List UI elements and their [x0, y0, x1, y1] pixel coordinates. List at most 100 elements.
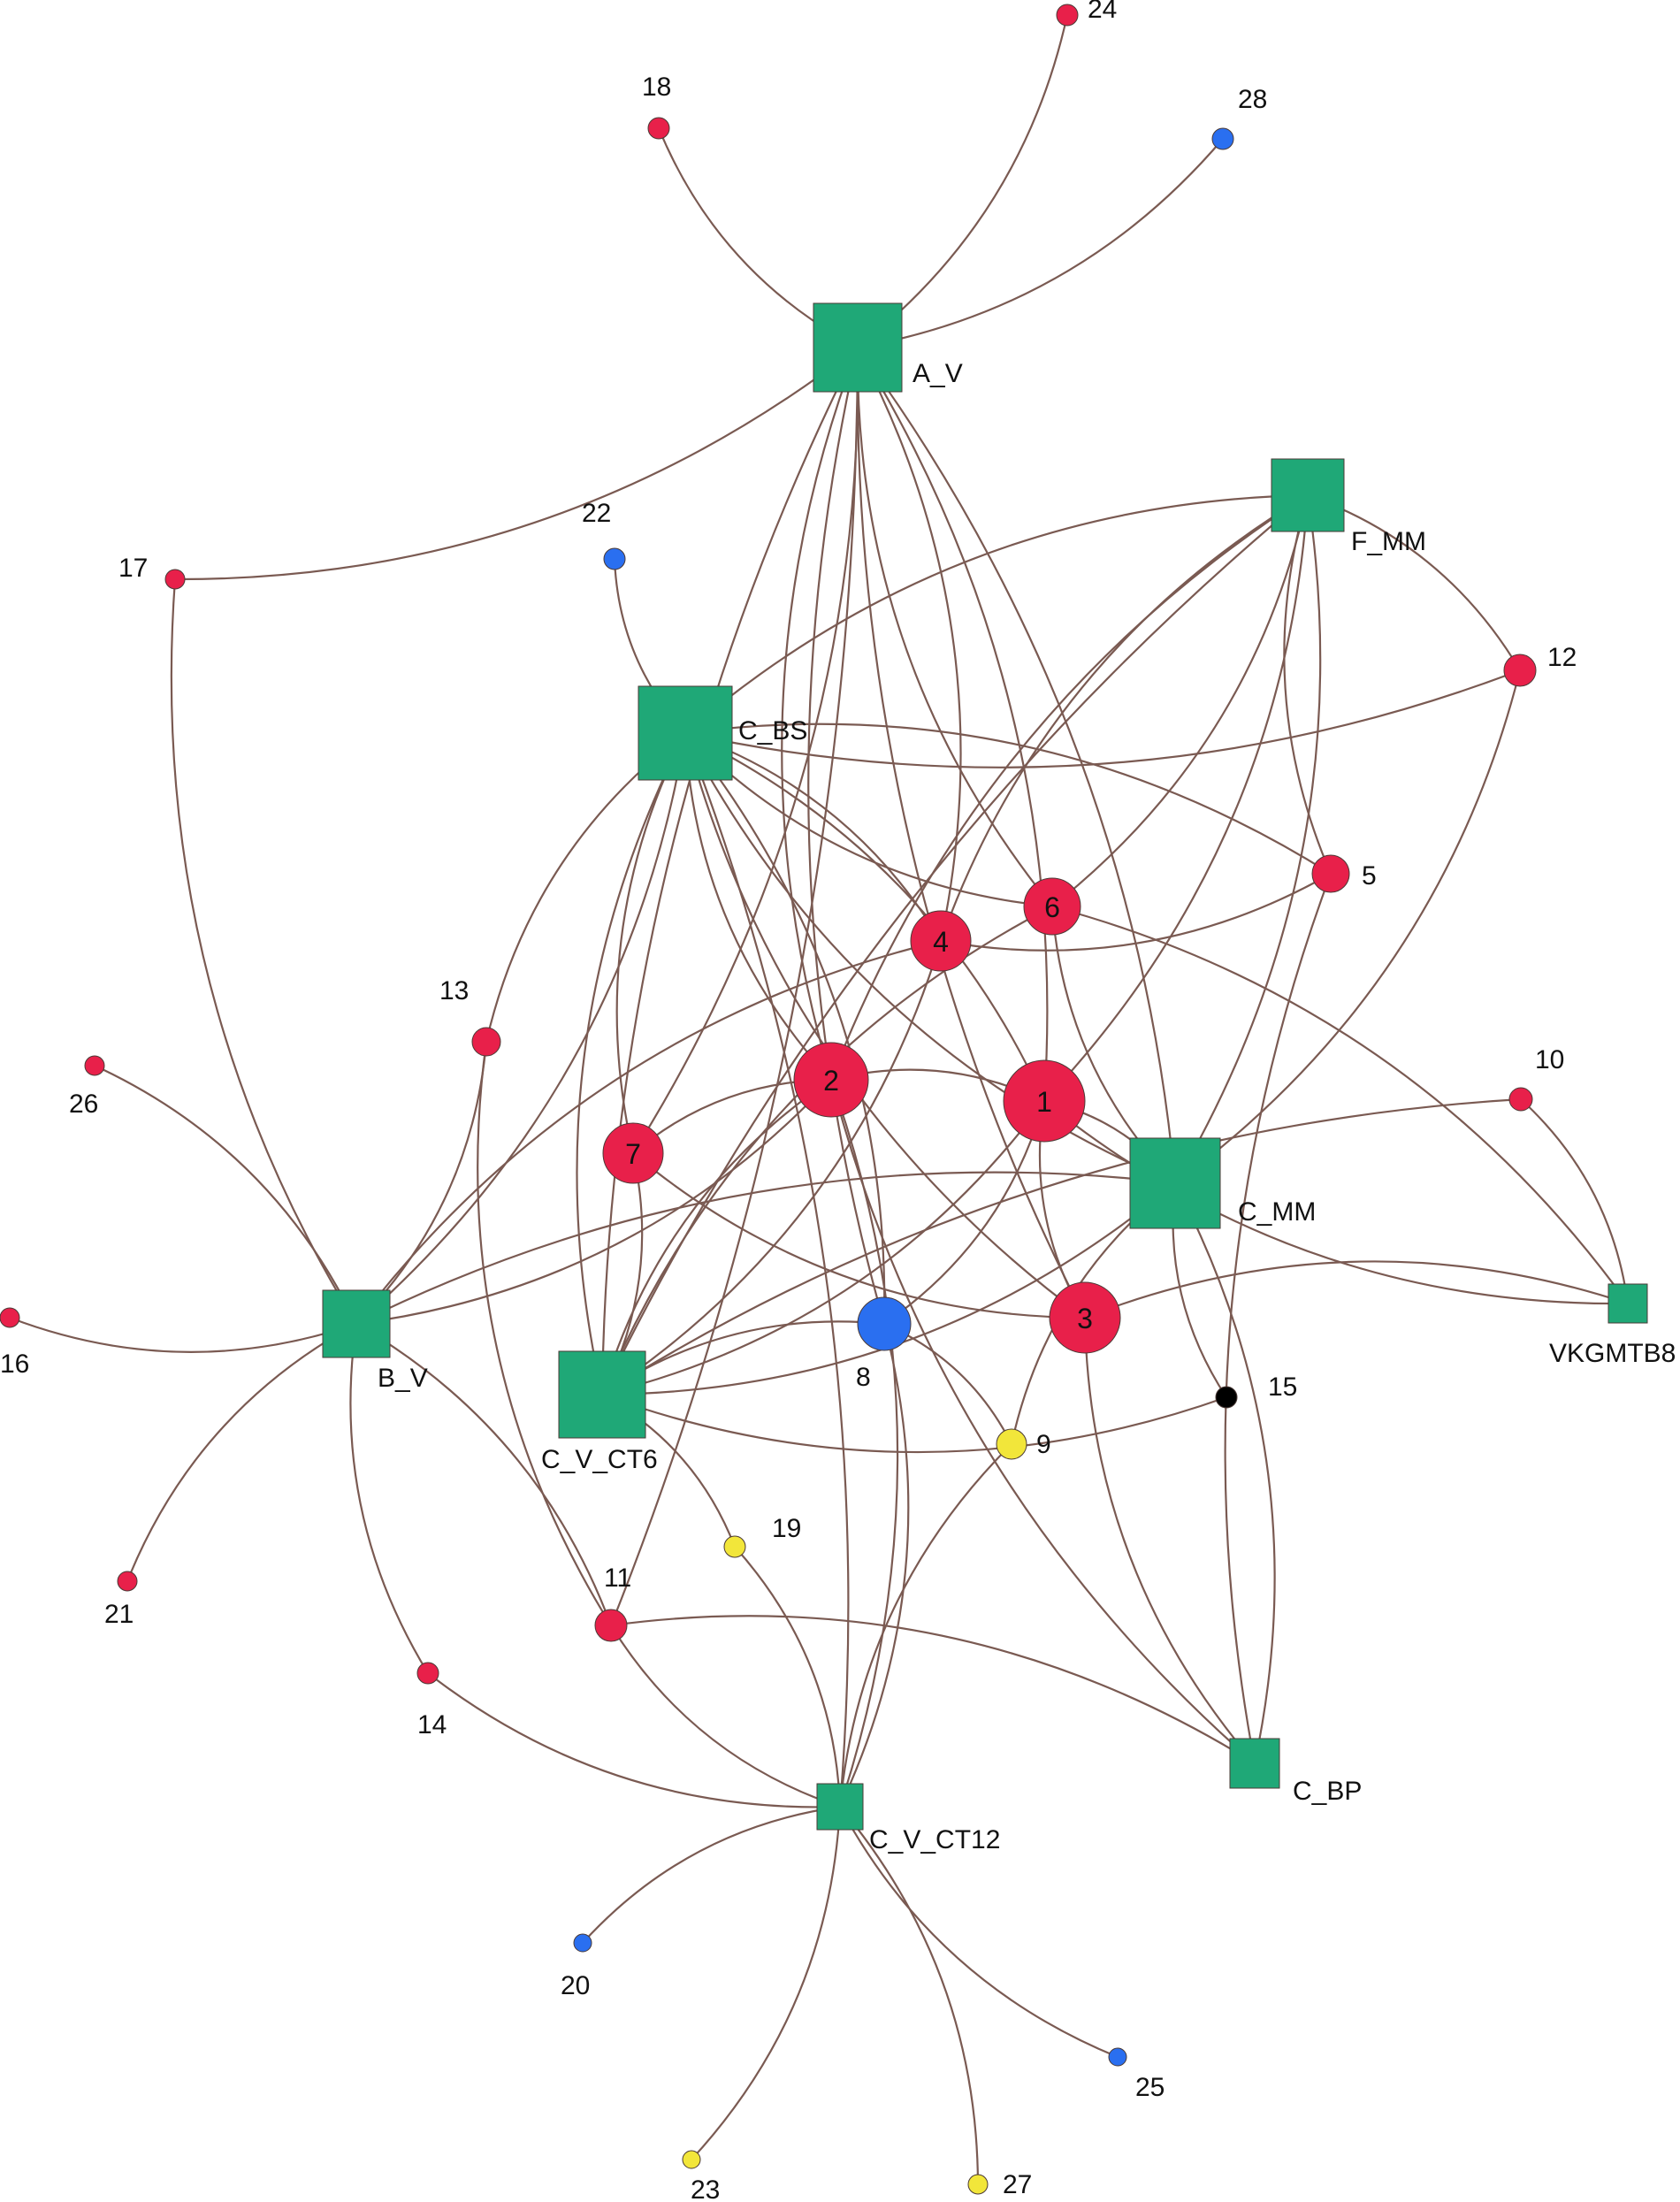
edge-a_v-28 — [857, 138, 1224, 349]
edge-c_v_ct12-25 — [839, 1806, 1119, 2059]
edge-a_v-17 — [174, 347, 859, 581]
node-label: 11 — [604, 1564, 631, 1593]
node-label: C_MM — [1238, 1197, 1316, 1227]
node-9[interactable]: 9 — [996, 1428, 1051, 1460]
node-label: 17 — [118, 554, 148, 583]
square-node-shape — [1129, 1137, 1221, 1229]
node-label: 14 — [417, 1710, 447, 1739]
node-8[interactable]: 8 — [856, 1296, 912, 1392]
node-13[interactable]: 13 — [439, 976, 501, 1057]
edge-4-b_v — [355, 939, 942, 1325]
edge-1-vkgmtb8 — [1043, 1100, 1629, 1305]
edge-a_v-c_v_ct6 — [600, 347, 859, 1395]
node-c-v-ct6[interactable]: C_V_CT6 — [541, 1350, 658, 1474]
edge-c_bs-6 — [684, 732, 1053, 908]
node-17[interactable]: 17 — [118, 554, 186, 590]
edge-13-b_v — [355, 1041, 488, 1325]
circle-node-shape — [602, 1122, 664, 1184]
circle-node-shape — [471, 1027, 501, 1057]
square-node-shape — [1229, 1738, 1280, 1789]
edge-c_bs-c_v_ct6 — [576, 732, 686, 1395]
node-5[interactable]: 5 — [1311, 854, 1377, 893]
edge-5-c_bp — [1224, 873, 1333, 1764]
node-label: 1 — [1036, 1086, 1052, 1118]
node-20[interactable]: 20 — [561, 1933, 592, 2000]
node-18[interactable]: 18 — [642, 73, 671, 140]
node-7[interactable]: 7 — [602, 1122, 664, 1184]
node-24[interactable]: 24 — [1056, 0, 1117, 27]
node-1[interactable]: 1 — [1003, 1059, 1086, 1143]
edge-c_bs-2 — [683, 732, 832, 1081]
edge-3-c_bp — [1083, 1317, 1256, 1764]
edge-c_v_ct6-15 — [601, 1393, 1227, 1454]
edge-a_v-6 — [856, 347, 1053, 907]
node-label: 9 — [1036, 1430, 1051, 1459]
circle-node-shape — [647, 117, 670, 140]
edge-f_mm-2 — [829, 494, 1309, 1081]
edge-4-c_v_ct6 — [601, 940, 943, 1395]
node-14[interactable]: 14 — [416, 1662, 447, 1739]
edge-b_v-21 — [126, 1323, 357, 1582]
circle-node-shape — [793, 1042, 869, 1118]
edge-f_mm-4 — [939, 494, 1309, 942]
node-19[interactable]: 19 — [723, 1514, 801, 1558]
node-f-mm[interactable]: F_MM — [1271, 458, 1426, 556]
node-label: 16 — [0, 1349, 29, 1379]
edge-b_v-16 — [9, 1316, 357, 1353]
node-26[interactable]: 26 — [69, 1055, 105, 1119]
node-2[interactable]: 2 — [793, 1042, 869, 1118]
node-b-v[interactable]: B_V — [322, 1289, 428, 1393]
edge-c_mm-c_v_ct6 — [601, 1182, 1176, 1396]
edge-a_v-24 — [857, 14, 1069, 348]
edge-14-c_v_ct12 — [427, 1672, 841, 1808]
node-a-v[interactable]: A_V — [813, 302, 963, 393]
node-label: 23 — [691, 2175, 720, 2202]
edge-2-b_v — [355, 1079, 832, 1326]
edge-c_bs-12 — [684, 669, 1521, 768]
edge-a_v-2 — [781, 347, 859, 1081]
node-label: A_V — [913, 359, 963, 388]
edge-a_v-3 — [856, 347, 1086, 1319]
edge-2-c_bp — [829, 1079, 1256, 1764]
circle-node-shape — [1023, 877, 1081, 936]
edge-11-c_v_ct12 — [610, 1625, 841, 1808]
node-c-bp[interactable]: C_BP — [1229, 1738, 1362, 1806]
circle-node-shape — [117, 1571, 138, 1592]
node-12[interactable]: 12 — [1503, 643, 1577, 687]
node-c-v-ct12[interactable]: C_V_CT12 — [816, 1783, 1000, 1854]
edge-c_bs-7 — [615, 732, 686, 1154]
node-4[interactable]: 4 — [910, 910, 972, 972]
node-10[interactable]: 10 — [1508, 1045, 1564, 1112]
node-25[interactable]: 25 — [1108, 2047, 1165, 2102]
node-23[interactable]: 23 — [682, 2150, 720, 2202]
edge-a_v-4 — [857, 347, 962, 942]
edge-9-c_v_ct12 — [838, 1443, 1012, 1808]
edge-b_v-17 — [170, 578, 357, 1325]
node-label: 7 — [625, 1138, 641, 1170]
node-label: B_V — [378, 1364, 428, 1393]
node-21[interactable]: 21 — [104, 1571, 138, 1629]
edge-7-3 — [632, 1152, 1086, 1319]
circle-node-shape — [1215, 1386, 1238, 1409]
node-label: 20 — [561, 1971, 590, 2000]
edge-11-c_bp — [610, 1615, 1256, 1764]
node-vkgmtb8[interactable]: VKGMTB8 — [1549, 1283, 1676, 1368]
node-label: 13 — [439, 976, 469, 1005]
node-28[interactable]: 28 — [1211, 85, 1267, 150]
node-c-mm[interactable]: C_MM — [1129, 1137, 1316, 1229]
node-11[interactable]: 11 — [594, 1564, 631, 1642]
square-node-shape — [1271, 458, 1345, 532]
node-27[interactable]: 27 — [967, 2170, 1032, 2199]
circle-node-shape — [723, 1535, 746, 1558]
circle-node-shape — [84, 1055, 105, 1076]
circle-node-shape — [594, 1609, 628, 1642]
edge-b_v-26 — [94, 1065, 357, 1325]
node-6[interactable]: 6 — [1023, 877, 1081, 936]
node-3[interactable]: 3 — [1049, 1281, 1121, 1354]
node-15[interactable]: 15 — [1215, 1372, 1297, 1409]
node-c-bs[interactable]: C_BS — [638, 685, 807, 781]
square-node-shape — [638, 685, 733, 781]
node-16[interactable]: 16 — [0, 1307, 29, 1379]
square-node-shape — [816, 1783, 864, 1831]
node-22[interactable]: 22 — [582, 499, 626, 570]
